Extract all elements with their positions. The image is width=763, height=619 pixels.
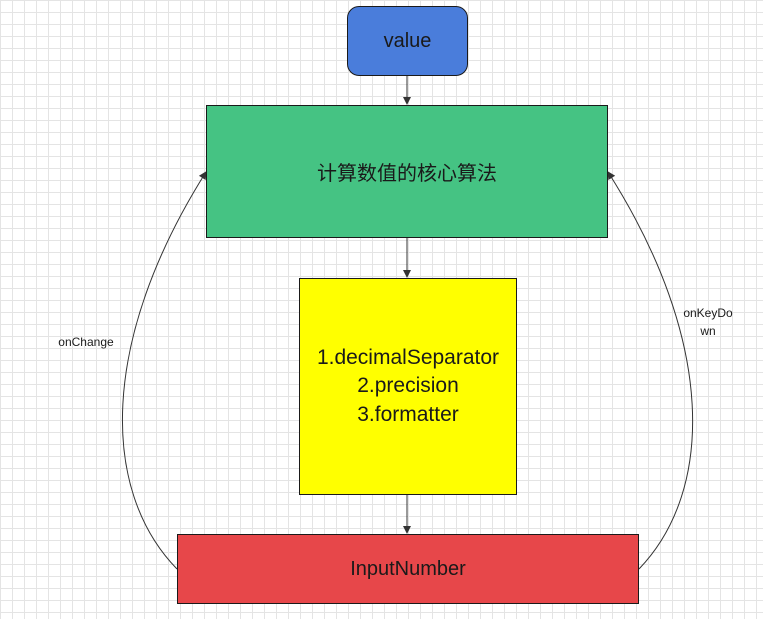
options-node: 1.decimalSeparator 2.precision 3.formatt…: [299, 278, 517, 495]
options-node-line: 2.precision: [357, 374, 459, 398]
input-number-node-label: InputNumber: [350, 557, 466, 580]
value-node: value: [347, 6, 468, 76]
input-number-node: InputNumber: [177, 534, 639, 604]
edge-onkeydown: [607, 171, 694, 570]
onkeydown-edge-label-line: wn: [700, 324, 716, 338]
onchange-edge-label: onChange: [46, 333, 126, 351]
onchange-edge-label-text: onChange: [58, 335, 114, 349]
options-node-line: 3.formatter: [357, 402, 459, 426]
onkeydown-edge-label-line: onKeyDo: [683, 306, 733, 320]
onkeydown-edge-label: onKeyDo wn: [678, 304, 738, 340]
edge-onchange: [121, 171, 207, 570]
value-node-label: value: [383, 29, 432, 52]
options-node-line: 1.decimalSeparator: [316, 345, 500, 369]
core-algorithm-node: 计算数值的核心算法: [206, 105, 608, 238]
core-algorithm-node-label: 计算数值的核心算法: [317, 163, 497, 185]
